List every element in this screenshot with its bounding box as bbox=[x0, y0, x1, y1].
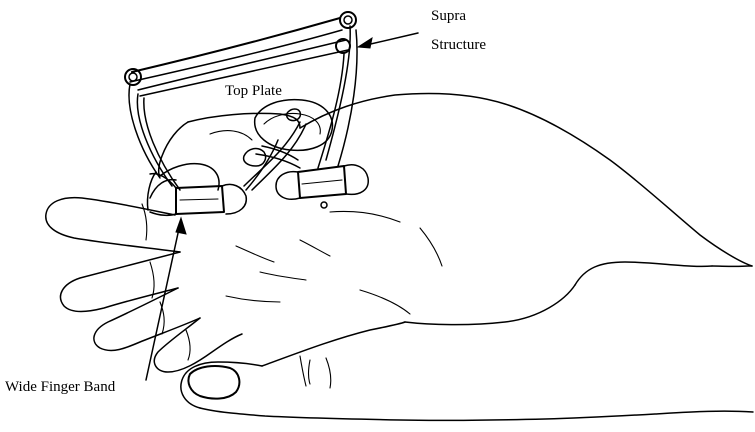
label-supra-line1: Supra bbox=[431, 7, 466, 25]
label-top-plate: Top Plate bbox=[224, 82, 283, 100]
band-arrow-head bbox=[176, 218, 186, 234]
hand-outline bbox=[46, 94, 753, 421]
label-wide-finger-band: Wide Finger Band bbox=[4, 378, 116, 396]
label-supra-line2: Structure bbox=[431, 36, 486, 54]
top-plate bbox=[255, 100, 333, 151]
supra-arrow-head bbox=[358, 38, 372, 48]
